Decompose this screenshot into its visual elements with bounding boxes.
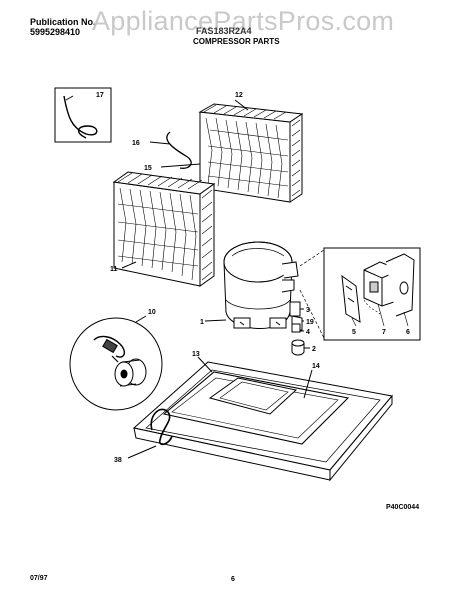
callout-14: 14: [312, 363, 320, 370]
leader-10: [135, 315, 147, 323]
leader-11: [121, 261, 137, 269]
part-1-compressor[interactable]: [223, 241, 299, 329]
part-17-capillary-tube[interactable]: [54, 87, 112, 143]
callout-10: 10: [148, 309, 156, 316]
part-6-overload-protector[interactable]: [341, 274, 361, 323]
part-38-drain-tube[interactable]: [150, 408, 173, 446]
publication-label: Publication No.: [30, 17, 96, 27]
part-4-grommet[interactable]: [291, 323, 301, 333]
callout-38: 38: [114, 457, 122, 464]
part-14-base-pan[interactable]: [132, 361, 393, 482]
leader-12: [234, 99, 249, 111]
part-13-base-gasket[interactable]: [162, 371, 350, 445]
callout-7: 7: [382, 329, 386, 336]
callout-4: 4: [306, 329, 310, 336]
model-number: FAS183R2A4: [196, 26, 252, 36]
leader-38: [127, 445, 157, 459]
callout-12: 12: [235, 92, 243, 99]
callout-19: 19: [306, 319, 314, 326]
callout-16: 16: [132, 140, 140, 147]
callout-5: 5: [352, 329, 356, 336]
publication-number: 5995298410: [30, 27, 81, 37]
leader-15: [160, 163, 201, 168]
part-5-relay-bracket[interactable]: [385, 253, 415, 317]
callout-6: 6: [406, 329, 410, 336]
part-12-condenser-coil[interactable]: [198, 103, 304, 203]
part-16-tube[interactable]: [149, 131, 192, 169]
part-2-bushing[interactable]: [291, 339, 305, 356]
page-number: 6: [231, 576, 235, 583]
part-10-capacitor[interactable]: [69, 317, 163, 411]
callout-15: 15: [144, 165, 152, 172]
detail-leaders: [351, 299, 409, 327]
detail-leader-lines: [299, 249, 325, 339]
callout-17: 17: [96, 92, 104, 99]
callout-11: 11: [110, 266, 118, 273]
section-title: COMPRESSOR PARTS: [193, 37, 280, 46]
watermark: AppliancePartsPros.com: [92, 6, 395, 36]
callout-13: 13: [192, 351, 200, 358]
callout-1: 1: [200, 319, 204, 326]
part-11-evaporator-coil[interactable]: [112, 171, 216, 287]
leader-1: [204, 319, 227, 322]
figure-code: P40C0044: [386, 504, 420, 511]
leader-14: [303, 369, 313, 399]
callout-3: 3: [306, 307, 310, 314]
callout-2: 2: [312, 346, 316, 353]
part-3-terminal-cover[interactable]: [289, 301, 301, 317]
footer-date: 07/97: [30, 575, 48, 582]
leader-13: [197, 356, 213, 373]
